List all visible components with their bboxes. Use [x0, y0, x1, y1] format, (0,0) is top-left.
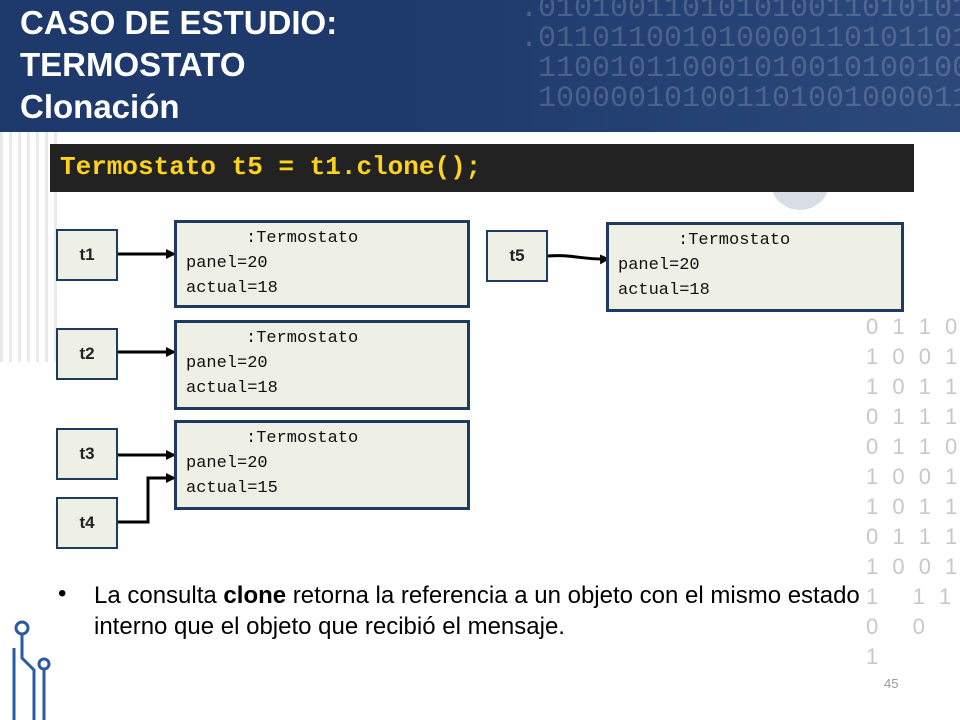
title-line-1: CASO DE ESTUDIO:	[20, 4, 338, 41]
title-line-2: TERMOSTATO	[20, 46, 246, 83]
variable-t2: t2	[56, 328, 118, 380]
arrow-t5-obj5	[547, 254, 610, 265]
object-actual-attr: actual=15	[186, 479, 278, 498]
title-line-3: Clonación	[20, 88, 180, 125]
object-class-label: :Termostato	[246, 329, 359, 348]
object-panel-attr: panel=20	[186, 454, 268, 473]
object-class-label: :Termostato	[246, 229, 359, 248]
object-termostato-5: :Termostato panel=20 actual=18	[606, 222, 904, 312]
object-termostato-1: :Termostato panel=20 actual=18	[174, 220, 470, 308]
object-actual-attr: actual=18	[186, 379, 278, 398]
object-class-label: :Termostato	[678, 231, 791, 250]
variable-t3: t3	[56, 428, 118, 480]
object-actual-attr: actual=18	[618, 281, 710, 300]
header-gradient	[400, 0, 960, 132]
bullet-text-after: retorna la referencia a un objeto con el…	[94, 582, 860, 640]
code-bar: Termostato t5 = t1.clone();	[50, 144, 914, 192]
object-panel-attr: panel=20	[618, 256, 700, 275]
code-statement: Termostato t5 = t1.clone();	[60, 152, 482, 182]
bullet-dot: •	[58, 580, 67, 607]
variable-t4: t4	[56, 497, 118, 549]
object-actual-attr: actual=18	[186, 279, 278, 298]
bullet-keyword: clone	[223, 582, 287, 609]
circuit-decoration	[12, 620, 51, 720]
object-class-label: :Termostato	[246, 429, 359, 448]
slide-title: CASO DE ESTUDIO: TERMOSTATO Clonación	[20, 2, 337, 128]
arrow-t4-obj3	[118, 473, 176, 524]
bullet-text-before: La consulta	[94, 582, 224, 609]
object-termostato-3: :Termostato panel=20 actual=15	[174, 420, 470, 510]
object-panel-attr: panel=20	[186, 254, 268, 273]
header-banner: .0101001101010100110101011 .011011001010…	[0, 0, 960, 132]
binary-background: .0101001101010100110101011 .011011001010…	[520, 0, 960, 116]
page-number: 45	[884, 676, 899, 691]
object-panel-attr: panel=20	[186, 354, 268, 373]
object-termostato-2: :Termostato panel=20 actual=18	[174, 320, 470, 410]
binary-digits-decoration: 0 1 1 0 0 1 0 0 1 1 1 0 1 1 0 0 1 1 1 0 …	[866, 314, 960, 669]
bullet-text: La consulta clone retorna la referencia …	[94, 580, 884, 642]
variable-t1: t1	[56, 229, 118, 281]
variable-t5: t5	[486, 230, 548, 282]
